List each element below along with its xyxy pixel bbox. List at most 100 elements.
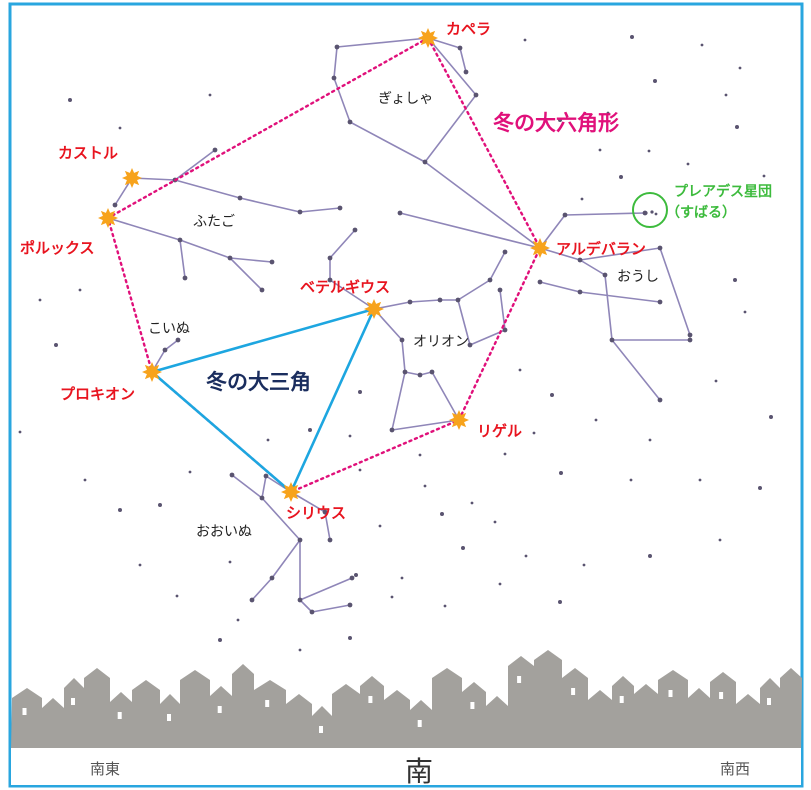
constellation-line <box>179 239 186 279</box>
constellation-star <box>259 287 265 293</box>
constellation-star <box>327 537 333 543</box>
building-window <box>265 700 270 707</box>
constellation-star <box>347 602 353 608</box>
label-pleiades-alt: （すばる） <box>666 205 736 221</box>
star-rigel <box>449 410 469 430</box>
background-star <box>68 98 72 102</box>
direction-southwest: 南西 <box>720 760 750 778</box>
constellation-star <box>389 427 395 433</box>
label-castor: カストル <box>58 144 118 162</box>
background-star <box>208 93 212 97</box>
constellation-line <box>229 257 263 291</box>
constellation-star <box>537 279 543 285</box>
ground-strip <box>11 748 801 785</box>
constellation-star <box>349 575 355 581</box>
background-star <box>470 501 474 505</box>
building-window <box>571 688 576 695</box>
constellation-star <box>237 195 243 201</box>
constellation-star <box>657 299 663 305</box>
label-auriga: ぎょしゃ <box>378 91 433 107</box>
background-star <box>440 512 444 516</box>
constellation-star <box>352 227 358 233</box>
background-star <box>158 503 162 507</box>
city-skyline <box>11 650 802 750</box>
building-window <box>417 720 422 727</box>
star-procyon <box>142 362 162 382</box>
background-star <box>686 162 690 166</box>
constellation-star <box>407 299 413 305</box>
constellation-star <box>422 159 428 165</box>
background-star <box>630 35 634 39</box>
constellation-star <box>259 495 265 501</box>
constellation-star <box>687 337 693 343</box>
building-window <box>117 712 122 719</box>
constellation-star <box>402 369 408 375</box>
background-star <box>118 126 122 130</box>
constellation-star <box>437 297 443 303</box>
building-window <box>319 726 323 733</box>
label-winter-hexagon: 冬の大六角形 <box>493 111 619 135</box>
background-star <box>718 538 722 542</box>
background-star <box>83 478 87 482</box>
constellation-star <box>269 259 275 265</box>
background-star <box>228 560 232 564</box>
background-star <box>308 428 312 432</box>
constellation-star <box>334 44 340 50</box>
background-star <box>648 438 652 442</box>
star-betelgeuse <box>364 299 384 319</box>
direction-southeast: 南東 <box>90 760 120 778</box>
constellation-star <box>502 327 508 333</box>
constellation-star <box>467 342 473 348</box>
chart-frame <box>8 2 804 788</box>
constellation-star <box>497 287 503 293</box>
background-star <box>188 470 192 474</box>
constellation-star <box>399 337 405 343</box>
label-gemini: ふたご <box>193 214 235 230</box>
constellation-line <box>261 475 353 601</box>
label-betelgeuse: ベテルギウス <box>300 278 390 296</box>
background-star <box>733 278 737 282</box>
constellation-star <box>177 237 183 243</box>
background-star <box>266 438 270 442</box>
constellation-star <box>417 372 423 378</box>
star-castor <box>122 168 142 188</box>
background-star <box>518 368 522 372</box>
constellation-lines <box>107 37 691 613</box>
background-star <box>498 582 502 586</box>
constellation-star <box>562 212 568 218</box>
background-star <box>390 595 394 599</box>
constellation-star <box>337 205 343 211</box>
building-window <box>719 692 724 699</box>
background-star <box>358 390 362 394</box>
background-star <box>606 111 610 115</box>
background-star <box>559 471 563 475</box>
background-star <box>582 563 586 567</box>
building-window <box>167 714 171 721</box>
constellation-line <box>431 371 460 421</box>
background-star <box>629 478 633 482</box>
background-star <box>38 298 42 302</box>
constellation-star <box>327 255 333 261</box>
label-canis-minor: こいぬ <box>148 321 190 337</box>
building-window <box>217 706 222 713</box>
building-window <box>619 696 624 703</box>
background-star <box>378 524 382 528</box>
background-star <box>735 125 739 129</box>
label-sirius: シリウス <box>286 504 346 522</box>
background-star <box>619 175 623 179</box>
constellation-line <box>329 229 356 259</box>
background-star <box>18 430 22 434</box>
constellation-star <box>263 473 269 479</box>
background-star <box>743 310 747 314</box>
constellation-star <box>297 597 303 603</box>
constellation-star <box>162 347 168 353</box>
background-star <box>647 149 651 153</box>
constellation-star <box>657 245 663 251</box>
constellation-star <box>687 332 693 338</box>
building-window <box>22 708 27 715</box>
background-star <box>348 636 352 640</box>
background-star <box>236 618 240 622</box>
building-window <box>71 698 75 705</box>
constellation-star <box>309 609 315 615</box>
pleiades-star <box>654 212 658 216</box>
